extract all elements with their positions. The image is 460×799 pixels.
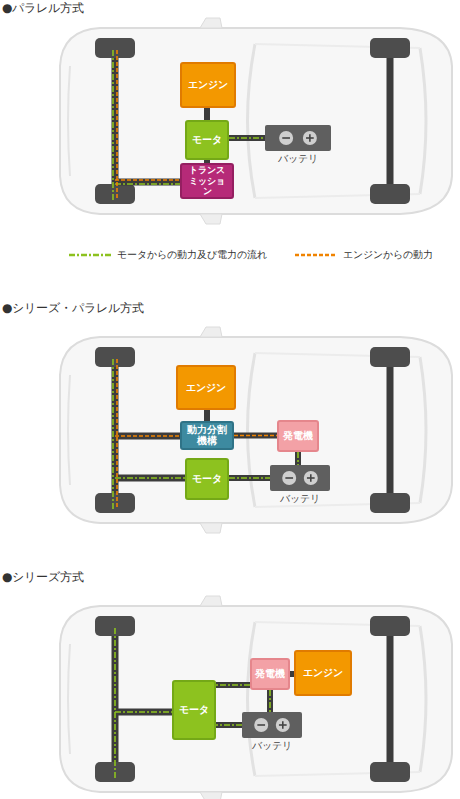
legend-swatch: [68, 250, 112, 260]
flow-dash: [269, 690, 271, 712]
legend-item: エンジンからの動力: [294, 249, 433, 261]
power-link: [204, 108, 210, 120]
part-name: トランス ミッション: [185, 165, 229, 196]
power-link: [216, 722, 242, 728]
power-link: [295, 452, 301, 465]
power-link: [267, 690, 273, 712]
flow-dash: [297, 452, 299, 465]
part-name: エンジン: [188, 79, 228, 91]
part-name: 発電機: [283, 430, 313, 442]
flow-dash: [234, 435, 277, 437]
generator-box: 発電機: [250, 658, 290, 690]
battery-terminals: [242, 712, 302, 738]
part-name: モータ: [192, 134, 222, 146]
engine-box: エンジン: [176, 365, 236, 410]
power-link: [204, 410, 210, 421]
car-body: [60, 18, 452, 224]
battery-terminals: [270, 465, 330, 491]
flow-dash: [216, 724, 242, 726]
part-name: エンジン: [186, 382, 226, 394]
legend-text: モータからの動力及び電力の流れ: [117, 249, 267, 261]
section-heading: ●シリーズ方式: [2, 569, 84, 586]
motor-box: モータ: [172, 680, 216, 740]
engine-box: エンジン: [294, 650, 352, 696]
power-split-box: 動力分割 機構: [180, 421, 234, 450]
section-heading: ●パラレル方式: [2, 0, 84, 17]
part-name: 発電機: [255, 668, 285, 680]
battery-label: バッテリ: [242, 740, 302, 752]
part-name: エンジン: [303, 667, 343, 679]
flow-dash: [216, 684, 250, 686]
part-name: 動力分割 機構: [185, 425, 229, 447]
battery-shape: [265, 125, 331, 151]
battery-box: バッテリ: [270, 465, 330, 505]
part-name: モータ: [192, 473, 222, 485]
generator-box: 発電機: [277, 420, 319, 452]
section-heading: ●シリーズ・パラレル方式: [2, 300, 144, 317]
legend-text: エンジンからの動力: [343, 249, 433, 261]
power-link: [216, 682, 250, 688]
power-link: [234, 433, 277, 439]
engine-box: エンジン: [180, 62, 236, 108]
battery-label: バッテリ: [265, 153, 331, 165]
car-body: [60, 327, 452, 533]
battery-shape: [242, 712, 302, 738]
drive-shaft: [115, 628, 174, 778]
power-link: [229, 475, 270, 481]
motor-box: モータ: [185, 120, 229, 160]
battery-box: バッテリ: [242, 712, 302, 752]
flow-dash: [229, 137, 265, 139]
drive-shaft: [113, 50, 182, 200]
battery-shape: [270, 465, 330, 491]
power-link: [229, 135, 265, 141]
flow-dash: [229, 477, 270, 479]
legend-item: モータからの動力及び電力の流れ: [68, 249, 267, 261]
battery-terminals: [265, 125, 331, 151]
part-name: モータ: [179, 704, 209, 716]
battery-box: バッテリ: [265, 125, 331, 165]
transmission-box: トランス ミッション: [180, 163, 234, 199]
car-body: [60, 596, 452, 799]
motor-box: モータ: [185, 458, 229, 500]
battery-label: バッテリ: [270, 493, 330, 505]
legend-swatch: [294, 250, 338, 260]
